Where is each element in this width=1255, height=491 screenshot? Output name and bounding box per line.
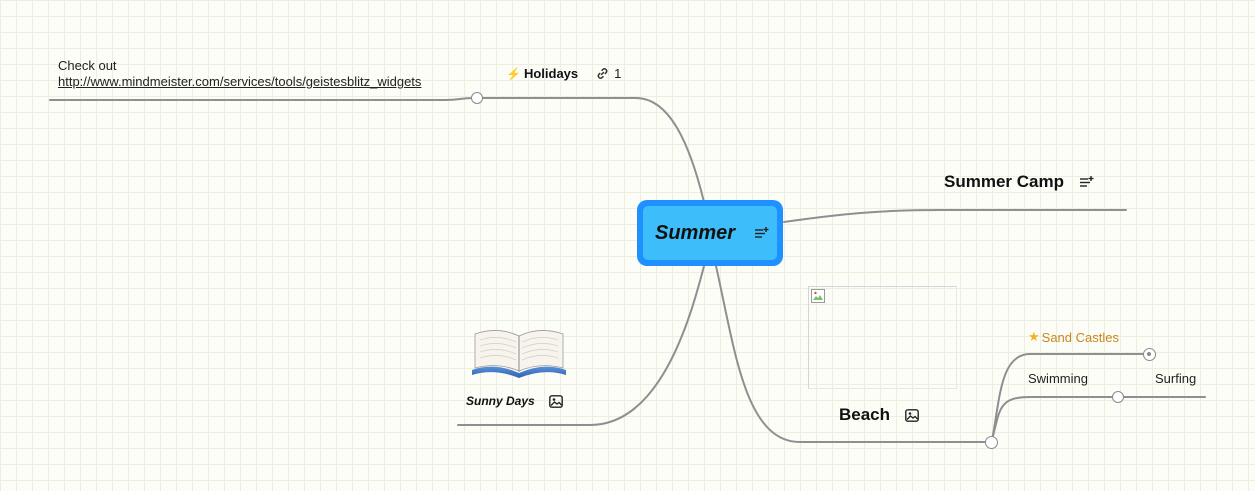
beach-image (808, 286, 957, 389)
swimming-title: Swimming (1028, 371, 1088, 386)
sand-castles-node[interactable]: ★ Sand Castles (1028, 329, 1119, 345)
central-topic-node[interactable]: Summer (637, 200, 783, 266)
swimming-node[interactable]: Swimming (1028, 371, 1088, 386)
open-book-icon (470, 326, 568, 378)
link-count: 1 (614, 66, 622, 81)
beach-collapse-knob[interactable] (985, 436, 998, 449)
note-icon[interactable] (1079, 176, 1094, 188)
check-out-node[interactable]: Check out http://www.mindmeister.com/ser… (58, 58, 421, 90)
link-icon[interactable] (595, 67, 610, 80)
check-out-label: Check out (58, 58, 117, 73)
image-icon[interactable] (548, 394, 563, 408)
surfing-title: Surfing (1155, 371, 1197, 386)
star-icon: ★ (1028, 329, 1040, 344)
sand-castles-knob[interactable] (1143, 348, 1156, 361)
holidays-node[interactable]: ⚡ Holidays 1 (506, 66, 621, 81)
broken-image-icon (811, 289, 825, 303)
geistesblitz-widgets-link[interactable]: http://www.mindmeister.com/services/tool… (58, 74, 422, 89)
beach-node[interactable]: Beach (839, 405, 919, 425)
summer-camp-node[interactable]: Summer Camp (944, 172, 1094, 192)
lightning-icon: ⚡ (506, 66, 521, 81)
holidays-collapse-knob[interactable] (471, 92, 483, 104)
sunny-days-title: Sunny Days (466, 394, 535, 408)
holidays-title: Holidays (523, 66, 579, 81)
surfing-node[interactable]: Surfing (1155, 371, 1196, 386)
sand-castles-title: Sand Castles (1041, 329, 1119, 345)
central-topic-title: Summer (655, 221, 736, 244)
sunny-days-node[interactable]: Sunny Days (466, 394, 563, 408)
swimming-collapse-knob[interactable] (1112, 391, 1124, 403)
summer-camp-title: Summer Camp (944, 172, 1064, 191)
image-icon[interactable] (905, 408, 919, 422)
note-icon[interactable] (755, 227, 769, 239)
beach-title: Beach (839, 405, 891, 424)
